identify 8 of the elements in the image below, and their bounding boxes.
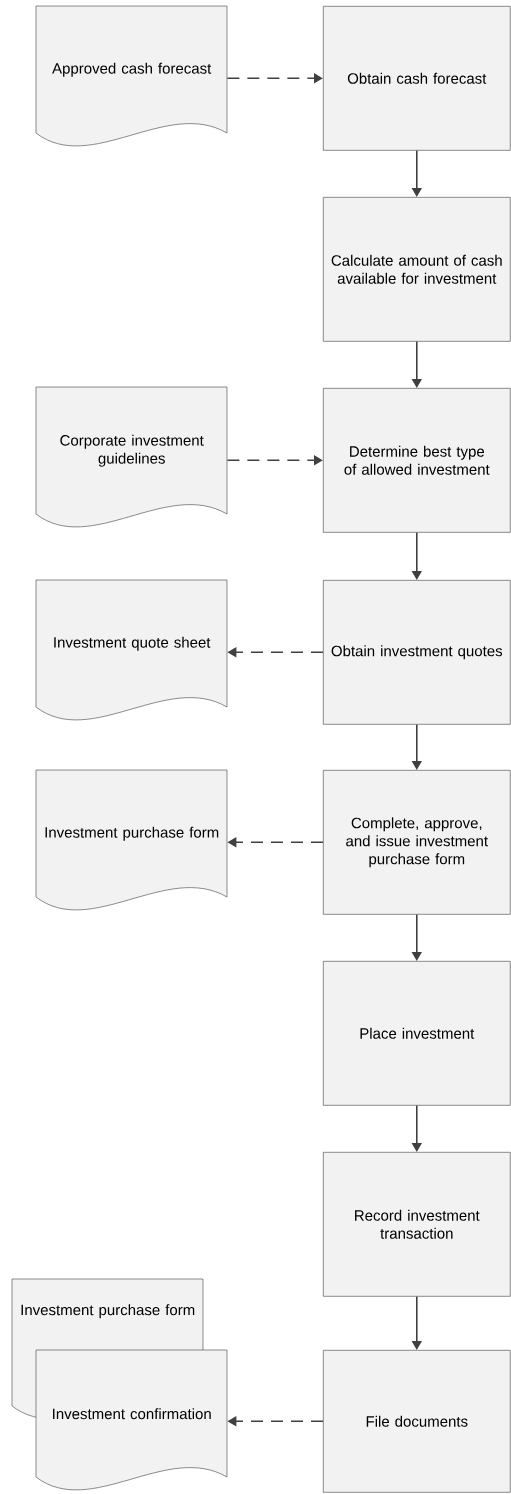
process-box: Determine best type of allowed investment	[323, 388, 511, 533]
process-box: Obtain investment quotes	[323, 580, 511, 725]
process-box: Obtain cash forecast	[323, 6, 511, 151]
process-box: Complete, approve, and issue investment purchase form	[323, 770, 511, 915]
process-box: File documents	[323, 1350, 511, 1493]
process-box: Calculate amount of cash available for investment	[323, 197, 511, 342]
process-box: Record investment transaction	[323, 1152, 511, 1297]
process-box: Place investment	[323, 961, 511, 1106]
